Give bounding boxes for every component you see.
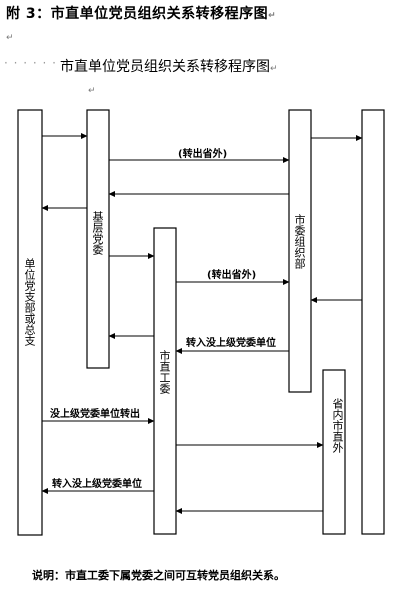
in-province-outside-city-label: 省内市直外 bbox=[331, 398, 344, 453]
paragraph-mark: ↵ bbox=[270, 64, 278, 74]
unit-branch-label: 单位党支部或总支 bbox=[23, 258, 36, 346]
out-of-province-box bbox=[361, 109, 385, 535]
paragraph-mark: ↵ bbox=[88, 86, 96, 96]
edge-label-transfer-out-province: (转出省外) bbox=[207, 270, 257, 281]
leader-dots: · · · · · · · bbox=[4, 56, 67, 70]
edge-label-to-no-superior-unit: 转入没上级党委单位 bbox=[186, 338, 276, 349]
edge-label-to-no-superior-unit: 转入没上级党委单位 bbox=[52, 479, 142, 490]
city-org-department-label: 市委组织部 bbox=[293, 214, 306, 269]
document-heading: 附 3：市直单位党员组织关系转移程序图↵ bbox=[6, 6, 277, 22]
unit-branch-box bbox=[17, 109, 43, 536]
paragraph-mark: ↵ bbox=[268, 11, 277, 21]
grassroots-committee-box bbox=[86, 109, 110, 369]
edge-label-transfer-out-province: (转出省外) bbox=[178, 149, 228, 160]
city-work-committee-box bbox=[153, 227, 177, 535]
in-province-outside-city-box bbox=[322, 369, 346, 535]
out-of-province-label: 省外 bbox=[364, 210, 403, 232]
paragraph-mark: ↵ bbox=[6, 33, 14, 43]
explanatory-note: 说明：市直工委下属党委之间可互转党员组织关系。 bbox=[32, 569, 285, 582]
grassroots-committee-label: 基层党委 bbox=[91, 211, 104, 255]
city-work-committee-label: 市直工委 bbox=[158, 350, 171, 394]
edge-label-from-no-superior-unit: 没上级党委单位转出 bbox=[50, 409, 140, 420]
city-org-department-box bbox=[288, 109, 312, 393]
diagram-title: 市直单位党员组织关系转移程序图↵ bbox=[60, 59, 278, 75]
